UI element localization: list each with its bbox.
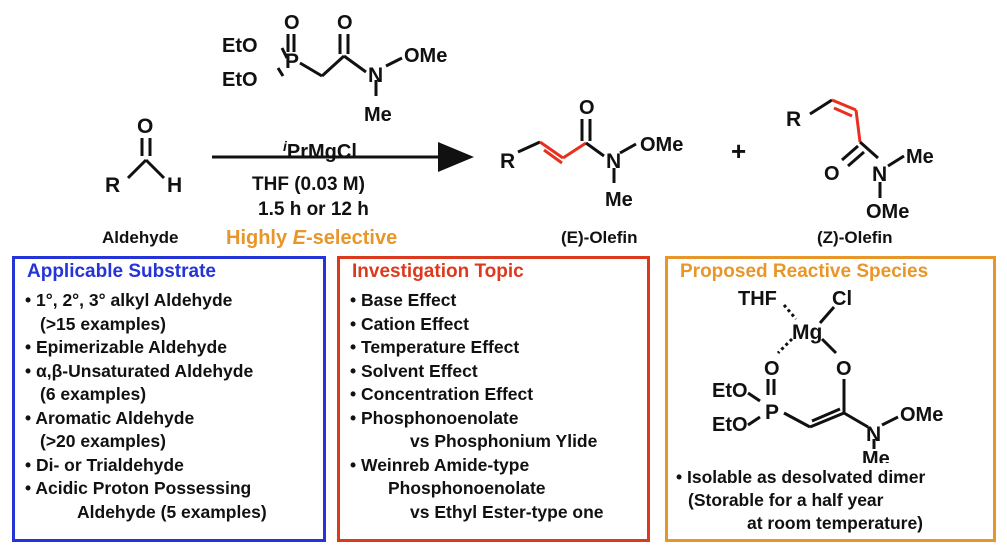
list-item-continuation: vs Phosphonium Ylide (410, 431, 598, 451)
list-item-continuation: (6 examples) (40, 384, 147, 404)
proposed-reactive-species-box: Proposed Reactive Species (665, 256, 996, 542)
applicable-substrate-box: Applicable Substrate • 1°, 2°, 3° alkyl … (12, 256, 326, 542)
reagent-p: P (285, 50, 299, 73)
list-item: • Acidic Proton Possessing (25, 478, 252, 498)
species-note-3: at room temperature) (747, 513, 924, 533)
e-olefin-me: Me (605, 189, 633, 211)
list-item-continuation: (>20 examples) (40, 431, 166, 451)
aldehyde-structure (126, 138, 166, 180)
list-item-continuation: (>15 examples) (40, 313, 166, 334)
investigation-topic-title: Investigation Topic (352, 261, 524, 282)
applicable-substrate-list: • 1°, 2°, 3° alkyl Aldehyde (>15 example… (25, 289, 267, 524)
list-item: • Base Effect (350, 290, 457, 310)
z-olefin-n: N (872, 163, 887, 186)
z-olefin-me: Me (906, 146, 934, 168)
list-item: • Cation Effect (350, 313, 469, 334)
species-p: P (765, 401, 779, 424)
aldehyde-r: R (105, 174, 120, 197)
reagent-iprmgcl: iPrMgCl (283, 138, 357, 163)
species-cl: Cl (832, 288, 852, 310)
aldehyde-h: H (167, 174, 182, 197)
reagent-n: N (368, 64, 383, 87)
phosphonate-reagent-structure (276, 34, 403, 96)
selectivity-label: Highly E-selective (226, 227, 397, 249)
plus-sign: + (731, 136, 746, 166)
list-item: • Phosphonoenolate (350, 407, 519, 428)
list-item-continuation: Phosphonoenolate (388, 478, 546, 498)
list-item-continuation: vs Ethyl Ester-type one (410, 501, 604, 522)
reagent-carbonyl-o: O (337, 12, 353, 34)
z-olefin-structure (809, 98, 905, 198)
list-item: • Solvent Effect (350, 360, 478, 381)
species-eto-1: EtO (712, 380, 748, 402)
magnesium-enolate-structure: THF Cl Mg O O EtO EtO P N OMe Me (712, 288, 943, 463)
list-item: • Temperature Effect (350, 337, 520, 357)
proposed-reactive-species-title: Proposed Reactive Species (680, 261, 929, 282)
species-o-left: O (764, 358, 780, 380)
list-item: • Di- or Trialdehyde (25, 454, 184, 475)
species-note-1: • Isolable as desolvated dimer (676, 467, 926, 487)
species-me: Me (862, 448, 890, 463)
list-item-continuation: Aldehyde (5 examples) (77, 501, 267, 522)
list-item: • Epimerizable Aldehyde (25, 337, 227, 357)
species-mg: Mg (792, 321, 822, 344)
reagent-eto-2: EtO (222, 69, 258, 91)
e-olefin-structure (517, 119, 637, 183)
e-olefin-r: R (500, 150, 515, 173)
e-olefin-label: (E)-Olefin (561, 228, 638, 247)
species-note-2: (Storable for a half year (688, 490, 884, 510)
species-n: N (866, 423, 881, 446)
list-item: • α,β-Unsaturated Aldehyde (25, 360, 254, 381)
list-item: • Concentration Effect (350, 384, 534, 404)
z-olefin-o: O (824, 163, 840, 185)
list-item: • 1°, 2°, 3° alkyl Aldehyde (25, 290, 233, 310)
z-olefin-r: R (786, 108, 801, 131)
reagent-eto-1: EtO (222, 35, 258, 57)
aldehyde-label: Aldehyde (102, 228, 179, 247)
z-olefin-ome: OMe (866, 201, 909, 223)
investigation-topic-box: Investigation Topic • Base Effect • Cati… (337, 256, 650, 542)
list-item: • Weinreb Amide-type (350, 454, 530, 475)
e-olefin-n: N (606, 150, 621, 173)
reagent-nme: Me (364, 104, 392, 126)
z-olefin-label: (Z)-Olefin (817, 228, 893, 247)
reagent-ome: OMe (404, 45, 447, 67)
e-olefin-o: O (579, 97, 595, 119)
species-o-right: O (836, 358, 852, 380)
applicable-substrate-title: Applicable Substrate (27, 261, 216, 282)
e-olefin-ome: OMe (640, 134, 683, 156)
list-item: • Aromatic Aldehyde (25, 407, 195, 428)
condition-solvent: THF (0.03 M) (252, 174, 365, 195)
reagent-p-oxo: O (284, 12, 300, 34)
species-ome: OMe (900, 404, 943, 426)
aldehyde-o: O (137, 115, 153, 138)
reaction-scheme: O R H Aldehyde O EtO EtO P O N OMe Me iP… (102, 12, 934, 249)
condition-time: 1.5 h or 12 h (258, 199, 369, 220)
investigation-topic-list: • Base Effect • Cation Effect • Temperat… (350, 289, 604, 524)
species-thf: THF (738, 288, 777, 310)
species-eto-2: EtO (712, 414, 748, 436)
